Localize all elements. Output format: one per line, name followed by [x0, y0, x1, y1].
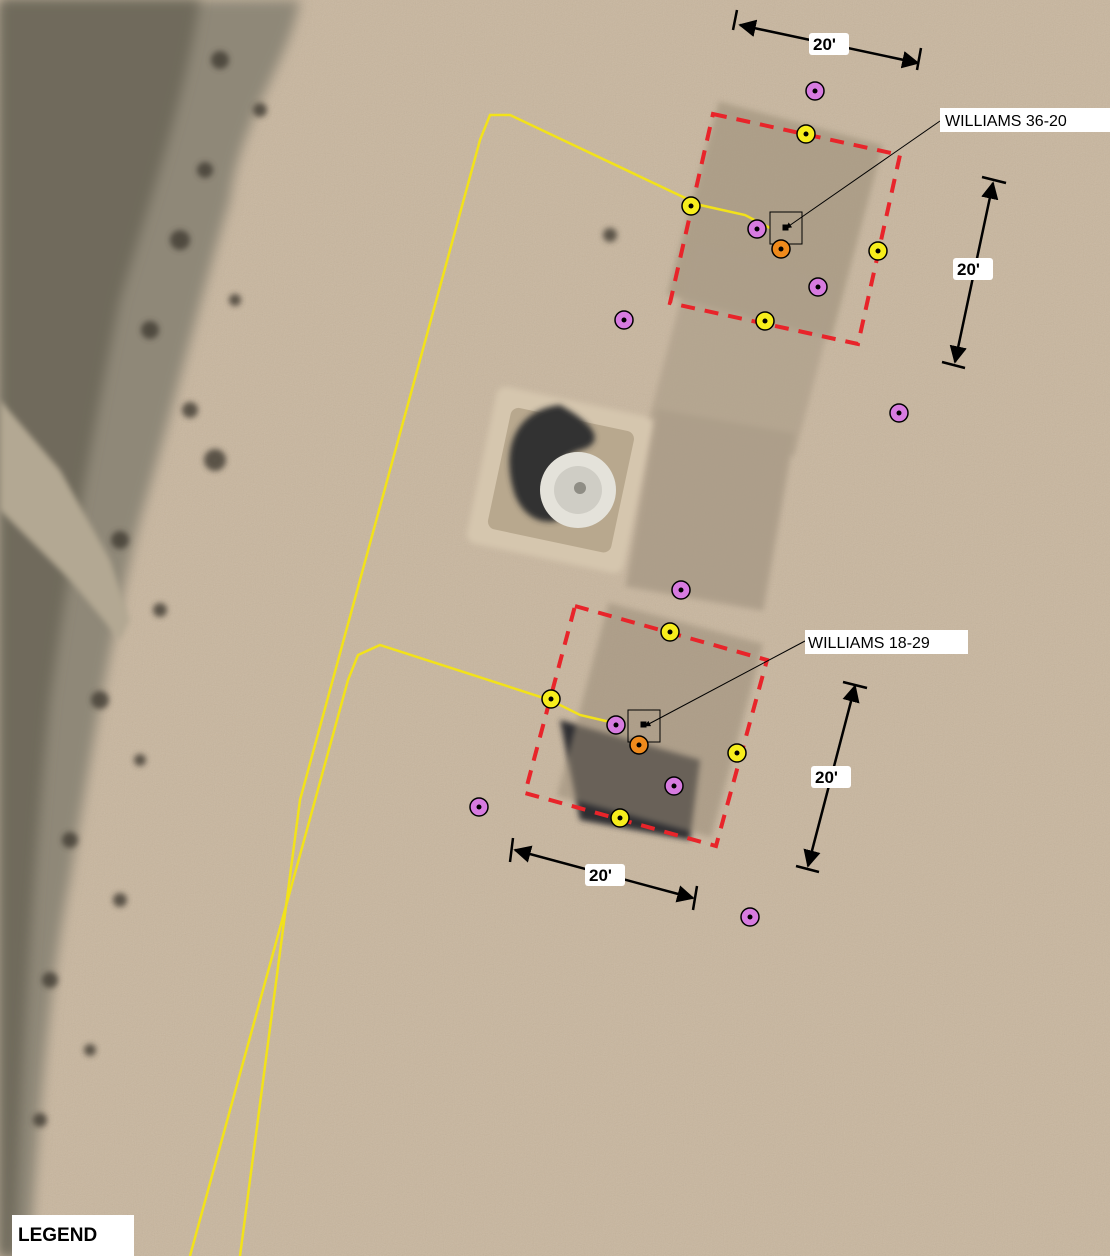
well-label-36-20: WILLIAMS 36-20 — [945, 113, 1067, 130]
excavation-boundary-36-20 — [667, 111, 903, 347]
pipeline — [188, 113, 771, 1256]
dimension-label-bottom-height: 20' — [815, 768, 838, 787]
vegetation-strip — [0, 0, 617, 1256]
well-label-18-29-group: WILLIAMS 18-29 — [805, 630, 968, 654]
legend-title: LEGEND — [12, 1215, 134, 1256]
excavation-boundaries — [522, 111, 903, 849]
dimension-label-top-width: 20' — [813, 35, 836, 54]
tank-pit — [466, 386, 654, 574]
dimension-label-top-height: 20' — [957, 260, 980, 279]
excavation-boundary-18-29 — [522, 603, 770, 849]
dimension-label-bottom-width: 20' — [589, 866, 612, 885]
well-label-18-29: WILLIAMS 18-29 — [808, 635, 930, 652]
sample-point-centers — [476, 88, 902, 920]
well-label-36-20-group: WILLIAMS 36-20 — [940, 108, 1110, 132]
pad-areas — [556, 101, 883, 840]
dimension-labels: 20' 20' 20' 20' — [585, 33, 993, 886]
